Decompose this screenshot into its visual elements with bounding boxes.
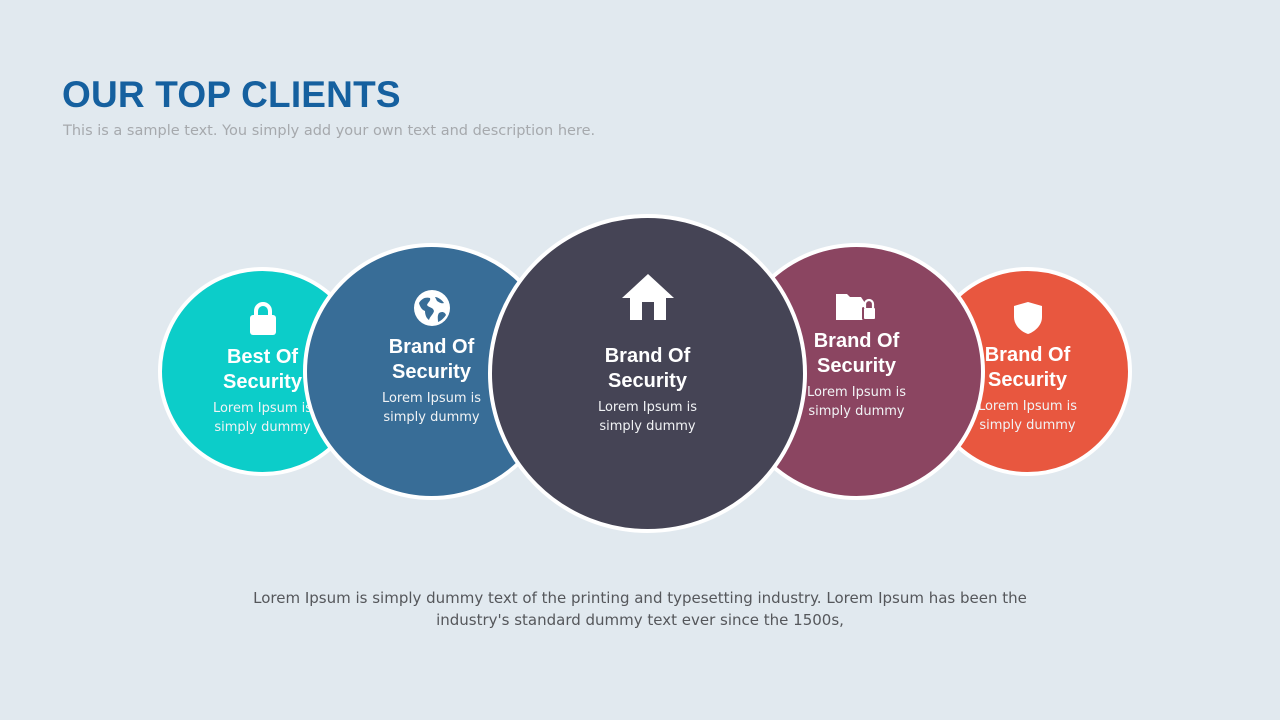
client-description: Lorem Ipsum is simply dummy bbox=[381, 391, 482, 425]
client-heading: Brand Of Security bbox=[984, 344, 1071, 391]
client-description: Lorem Ipsum is simply dummy bbox=[977, 399, 1078, 433]
locked-folder-icon bbox=[835, 294, 876, 320]
shield-icon bbox=[1013, 302, 1042, 334]
client-heading: Brand Of Security bbox=[388, 336, 475, 383]
globe-icon bbox=[413, 290, 450, 326]
client-description: Lorem Ipsum is simply dummy bbox=[597, 400, 698, 434]
lock-icon bbox=[249, 302, 276, 335]
client-heading: Brand Of Security bbox=[604, 345, 691, 392]
page-subtitle: This is a sample text. You simply add yo… bbox=[63, 123, 596, 139]
client-description: Lorem Ipsum is simply dummy bbox=[212, 401, 313, 435]
client-description: Lorem Ipsum is simply dummy bbox=[806, 385, 907, 419]
page-title: OUR TOP CLIENTS bbox=[62, 74, 401, 115]
footer-description: Lorem Ipsum is simply dummy text of the … bbox=[253, 589, 1027, 629]
client-card-3: Brand Of Security Lorem Ipsum is simply … bbox=[488, 214, 807, 533]
client-heading: Brand Of Security bbox=[813, 330, 900, 377]
client-heading: Best Of Security bbox=[223, 346, 302, 393]
home-icon bbox=[621, 274, 674, 320]
